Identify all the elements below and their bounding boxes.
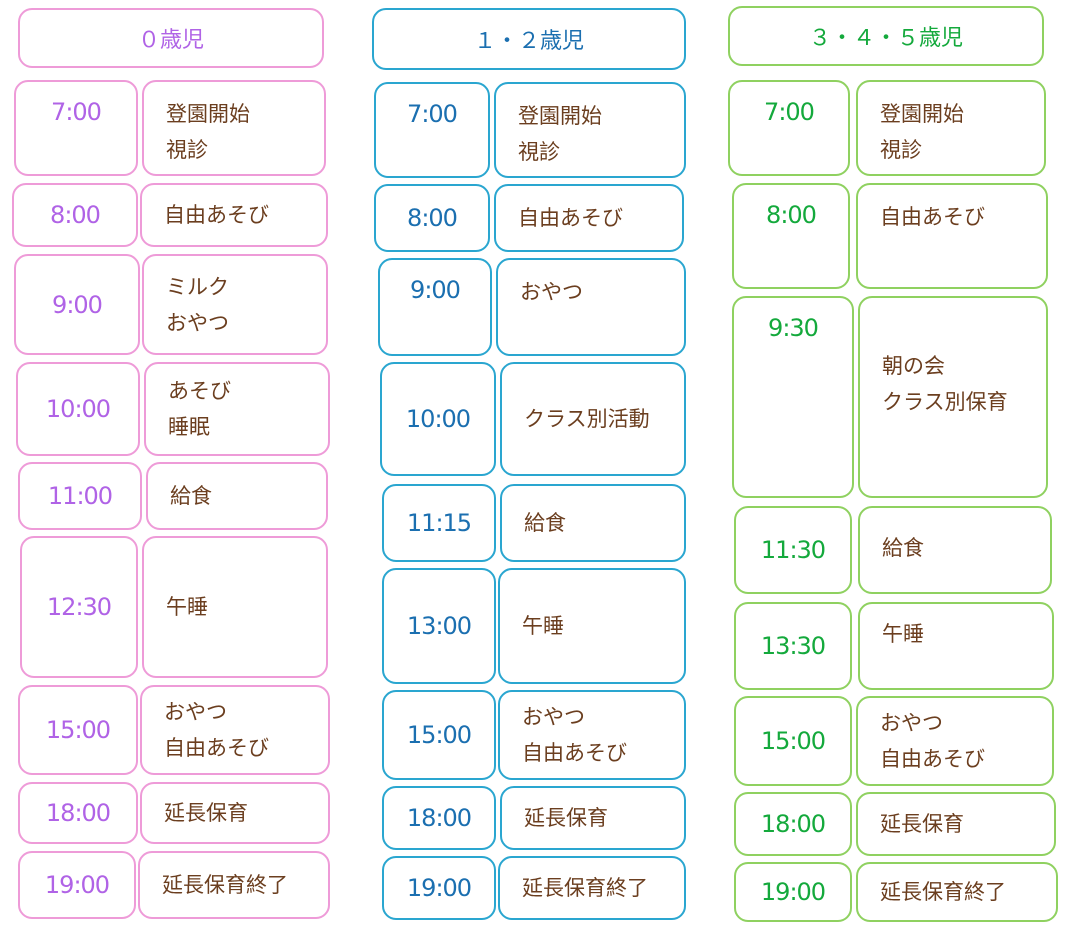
- activity-line: 給食: [524, 511, 566, 535]
- time-cell: 19:00: [18, 851, 136, 919]
- column-header: １・２歳児: [372, 8, 686, 70]
- activity-cell: 自由あそび: [856, 183, 1048, 289]
- activity-cell: 午睡: [498, 568, 686, 684]
- activity-cell: おやつ 自由あそび: [498, 690, 686, 780]
- activity-line: 午睡: [882, 622, 924, 646]
- activity-cell: おやつ 自由あそび: [856, 696, 1054, 786]
- activity-line: おやつ: [522, 705, 585, 729]
- activity-line: クラス別活動: [524, 407, 650, 431]
- activity-cell: 午睡: [858, 602, 1054, 690]
- time-cell: 11:30: [734, 506, 852, 594]
- activity-cell: 自由あそび: [140, 183, 328, 247]
- activity-cell: 給食: [500, 484, 686, 562]
- activity-line: 睡眠: [168, 415, 210, 439]
- time-cell: 18:00: [18, 782, 138, 844]
- activity-line: おやつ: [880, 711, 943, 735]
- activity-line: おやつ: [166, 310, 229, 335]
- activity-cell: 午睡: [142, 536, 328, 678]
- time-cell: 19:00: [734, 862, 852, 922]
- activity-line: 登園開始: [880, 102, 964, 126]
- activity-line: おやつ: [520, 280, 583, 304]
- time-cell: 12:30: [20, 536, 138, 678]
- activity-cell: あそび 睡眠: [144, 362, 330, 456]
- activity-cell: 延長保育終了: [498, 856, 686, 920]
- activity-cell: おやつ 自由あそび: [140, 685, 330, 775]
- time-cell: 18:00: [734, 792, 852, 856]
- activity-line: 延長保育: [164, 801, 248, 825]
- activity-line: 延長保育終了: [162, 873, 288, 897]
- activity-line: 自由あそび: [880, 747, 985, 771]
- time-cell: 9:00: [14, 254, 140, 355]
- activity-line: 登園開始: [166, 102, 250, 126]
- activity-cell: 延長保育終了: [138, 851, 330, 919]
- activity-line: 自由あそび: [522, 741, 627, 765]
- time-cell: 11:15: [382, 484, 496, 562]
- time-cell: 7:00: [14, 80, 138, 176]
- activity-line: おやつ: [164, 700, 227, 724]
- time-cell: 13:00: [382, 568, 496, 684]
- activity-cell: おやつ: [496, 258, 686, 356]
- activity-line: 自由あそび: [164, 736, 269, 760]
- time-cell: 11:00: [18, 462, 142, 530]
- column-header: ３・４・５歳児: [728, 6, 1044, 66]
- activity-cell: クラス別活動: [500, 362, 686, 476]
- activity-cell: 延長保育: [856, 792, 1056, 856]
- activity-line: 延長保育終了: [880, 880, 1006, 904]
- activity-line: ミルク: [166, 274, 229, 299]
- activity-cell: 給食: [146, 462, 328, 530]
- activity-line: 給食: [170, 484, 212, 508]
- activity-line: あそび: [168, 379, 231, 403]
- activity-line: 自由あそび: [880, 205, 985, 229]
- activity-cell: 延長保育終了: [856, 862, 1058, 922]
- activity-cell: ミルク おやつ: [142, 254, 328, 355]
- activity-cell: 延長保育: [500, 786, 686, 850]
- activity-line: 朝の会: [882, 354, 945, 378]
- activity-cell: 登園開始 視診: [856, 80, 1046, 176]
- time-cell: 15:00: [382, 690, 496, 780]
- time-cell: 9:00: [378, 258, 492, 356]
- activity-line: 視診: [518, 140, 560, 164]
- activity-cell: 登園開始 視診: [494, 82, 686, 178]
- activity-line: クラス別保育: [882, 390, 1008, 414]
- activity-line: 延長保育終了: [522, 876, 648, 900]
- activity-line: 延長保育: [880, 812, 964, 836]
- activity-cell: 延長保育: [140, 782, 330, 844]
- time-cell: 8:00: [374, 184, 490, 252]
- activity-line: 視診: [880, 138, 922, 162]
- time-cell: 13:30: [734, 602, 852, 690]
- activity-line: 給食: [882, 536, 924, 560]
- activity-line: 登園開始: [518, 104, 602, 128]
- column-header: ０歳児: [18, 8, 324, 68]
- time-cell: 19:00: [382, 856, 496, 920]
- activity-line: 視診: [166, 138, 208, 162]
- activity-cell: 給食: [858, 506, 1052, 594]
- time-cell: 10:00: [380, 362, 496, 476]
- time-cell: 7:00: [374, 82, 490, 178]
- time-cell: 8:00: [12, 183, 138, 247]
- activity-line: 午睡: [522, 614, 564, 638]
- activity-line: 自由あそび: [164, 203, 269, 227]
- activity-line: 午睡: [166, 595, 208, 619]
- time-cell: 8:00: [732, 183, 850, 289]
- time-cell: 9:30: [732, 296, 854, 498]
- activity-line: 自由あそび: [518, 206, 623, 230]
- time-cell: 18:00: [382, 786, 496, 850]
- time-cell: 15:00: [734, 696, 852, 786]
- time-cell: 10:00: [16, 362, 140, 456]
- activity-line: 延長保育: [524, 806, 608, 830]
- activity-cell: 自由あそび: [494, 184, 684, 252]
- time-cell: 15:00: [18, 685, 138, 775]
- activity-cell: 登園開始 視診: [142, 80, 326, 176]
- time-cell: 7:00: [728, 80, 850, 176]
- activity-cell: 朝の会 クラス別保育: [858, 296, 1048, 498]
